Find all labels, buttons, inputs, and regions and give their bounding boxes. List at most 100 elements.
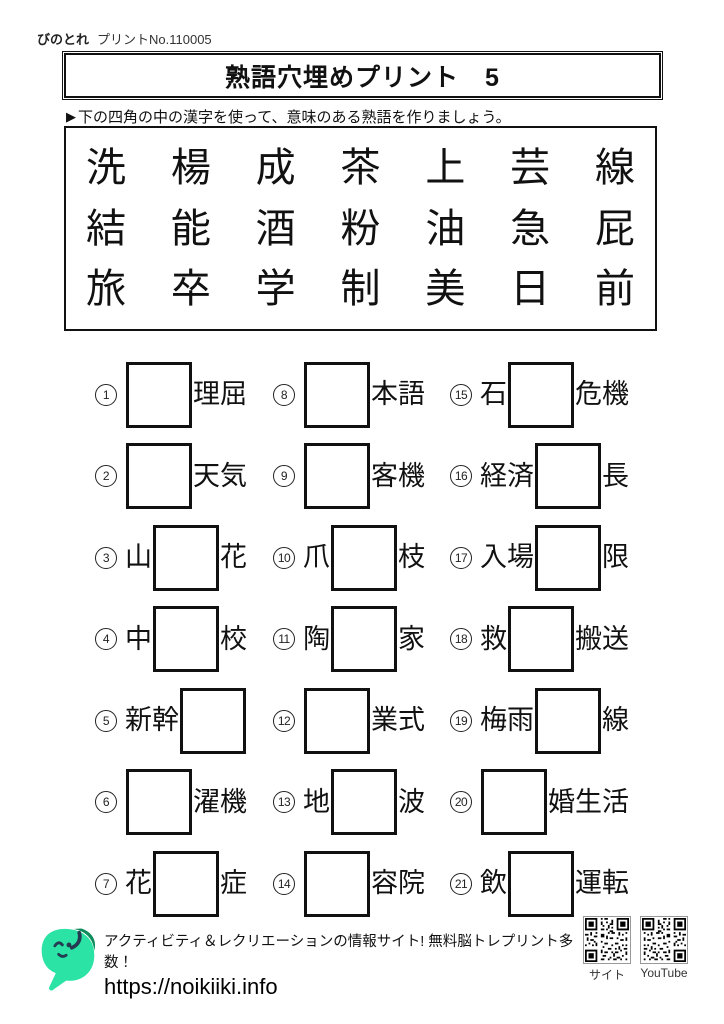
item-number-badge: 2 bbox=[95, 465, 117, 488]
answer-blank-box[interactable] bbox=[535, 443, 601, 510]
answer-blank-box[interactable] bbox=[153, 524, 219, 591]
answer-blank-box[interactable] bbox=[508, 850, 574, 917]
answer-blank-box[interactable] bbox=[153, 606, 219, 673]
item-prefix-text: 中 bbox=[125, 623, 152, 654]
item-suffix-text: 婚生活 bbox=[548, 786, 629, 817]
puzzle-item: 2 天気 bbox=[95, 436, 277, 518]
answer-blank-box[interactable] bbox=[508, 361, 574, 428]
item-prefix-text: 陶 bbox=[303, 623, 330, 654]
site-qr-code-icon bbox=[583, 916, 631, 964]
instruction-line: ▶ 下の四角の中の漢字を使って、意味のある熟語を作りましょう。 bbox=[66, 106, 511, 127]
item-suffix-text: 波 bbox=[398, 786, 425, 817]
triangle-bullet-icon: ▶ bbox=[66, 108, 76, 124]
item-number-badge: 16 bbox=[450, 465, 472, 488]
answer-blank-box[interactable] bbox=[304, 687, 370, 754]
item-number-badge: 17 bbox=[450, 546, 472, 569]
item-prefix-text: 爪 bbox=[303, 542, 330, 573]
youtube-qr-label: YouTube bbox=[640, 966, 688, 980]
qr-figure-site: サイト bbox=[583, 916, 631, 983]
site-url[interactable]: https://noikiiki.info bbox=[104, 974, 278, 999]
answer-blank-box[interactable] bbox=[126, 361, 192, 428]
item-number-badge: 7 bbox=[95, 872, 117, 895]
bank-kanji: 結 bbox=[86, 206, 126, 251]
bank-kanji: 芸 bbox=[510, 146, 551, 191]
item-prefix-text: 救 bbox=[480, 623, 507, 654]
answer-blank-box[interactable] bbox=[304, 443, 370, 510]
item-prefix-text: 経済 bbox=[480, 460, 534, 491]
item-number-badge: 9 bbox=[273, 465, 295, 488]
item-number-badge: 19 bbox=[450, 709, 472, 732]
answer-blank-box[interactable] bbox=[508, 606, 574, 673]
brand-name: びのとれ bbox=[37, 32, 90, 47]
item-number-badge: 13 bbox=[273, 791, 295, 814]
item-suffix-text: 枝 bbox=[398, 542, 425, 573]
item-suffix-text: 濯機 bbox=[193, 786, 247, 817]
bank-kanji: 急 bbox=[510, 206, 551, 251]
youtube-qr-code-icon bbox=[640, 916, 688, 964]
answer-blank-box[interactable] bbox=[535, 524, 601, 591]
bank-kanji: 油 bbox=[425, 206, 466, 251]
qr-group: サイト YouTube bbox=[583, 916, 688, 983]
bank-kanji: 楊 bbox=[170, 146, 211, 191]
answer-blank-box[interactable] bbox=[180, 687, 246, 754]
puzzle-item: 12 業式 bbox=[273, 680, 455, 762]
item-number-badge: 15 bbox=[450, 383, 472, 406]
item-prefix-text: 入場 bbox=[480, 542, 534, 573]
site-qr-label: サイト bbox=[588, 968, 625, 982]
item-suffix-text: 天気 bbox=[193, 460, 247, 491]
bank-kanji: 卒 bbox=[170, 266, 211, 311]
item-suffix-text: 業式 bbox=[371, 705, 425, 736]
item-suffix-text: 本語 bbox=[371, 379, 425, 410]
item-suffix-text: 花 bbox=[220, 542, 247, 573]
answer-blank-box[interactable] bbox=[126, 443, 192, 510]
answer-blank-box[interactable] bbox=[304, 850, 370, 917]
item-suffix-text: 理屈 bbox=[193, 379, 247, 410]
bank-kanji: 上 bbox=[425, 146, 466, 191]
answer-blank-box[interactable] bbox=[331, 606, 397, 673]
bank-kanji: 学 bbox=[255, 266, 296, 311]
item-number-badge: 21 bbox=[450, 872, 472, 895]
answer-blank-box[interactable] bbox=[304, 361, 370, 428]
bank-kanji: 制 bbox=[340, 266, 381, 311]
item-suffix-text: 客機 bbox=[371, 460, 425, 491]
item-suffix-text: 搬送 bbox=[575, 623, 629, 654]
kanji-bank-row: 結能酒粉油急屁 bbox=[86, 209, 635, 249]
item-number-badge: 6 bbox=[95, 791, 117, 814]
puzzle-item: 20 婚生活 bbox=[450, 762, 632, 844]
item-prefix-text: 花 bbox=[125, 868, 152, 899]
bank-kanji: 成 bbox=[255, 146, 296, 191]
answer-blank-box[interactable] bbox=[481, 769, 547, 836]
footer-text-block: アクティビティ＆レクリエーションの情報サイト! 無料脳トレプリント多数！ htt… bbox=[104, 930, 583, 1000]
footer: アクティビティ＆レクリエーションの情報サイト! 無料脳トレプリント多数！ htt… bbox=[38, 916, 688, 1000]
qr-figure-youtube: YouTube bbox=[640, 916, 688, 983]
item-suffix-text: 線 bbox=[602, 705, 629, 736]
page-title: 熟語穴埋めプリント 5 bbox=[64, 53, 661, 98]
item-suffix-text: 危機 bbox=[575, 379, 629, 410]
bank-kanji: 酒 bbox=[255, 206, 296, 251]
answer-blank-box[interactable] bbox=[535, 687, 601, 754]
answer-blank-box[interactable] bbox=[126, 769, 192, 836]
kanji-bank-row: 洗楊成茶上芸線 bbox=[86, 148, 635, 188]
item-number-badge: 20 bbox=[450, 791, 472, 814]
mascot-logo-icon bbox=[41, 928, 96, 991]
item-suffix-text: 運転 bbox=[575, 868, 629, 899]
item-suffix-text: 容院 bbox=[371, 868, 425, 899]
bank-kanji: 屁 bbox=[594, 206, 635, 251]
answer-blank-box[interactable] bbox=[331, 524, 397, 591]
item-number-badge: 4 bbox=[95, 628, 117, 651]
answer-blank-box[interactable] bbox=[331, 769, 397, 836]
item-suffix-text: 長 bbox=[602, 460, 629, 491]
puzzle-item: 9 客機 bbox=[273, 436, 455, 518]
answer-blank-box[interactable] bbox=[153, 850, 219, 917]
item-number-badge: 12 bbox=[273, 709, 295, 732]
